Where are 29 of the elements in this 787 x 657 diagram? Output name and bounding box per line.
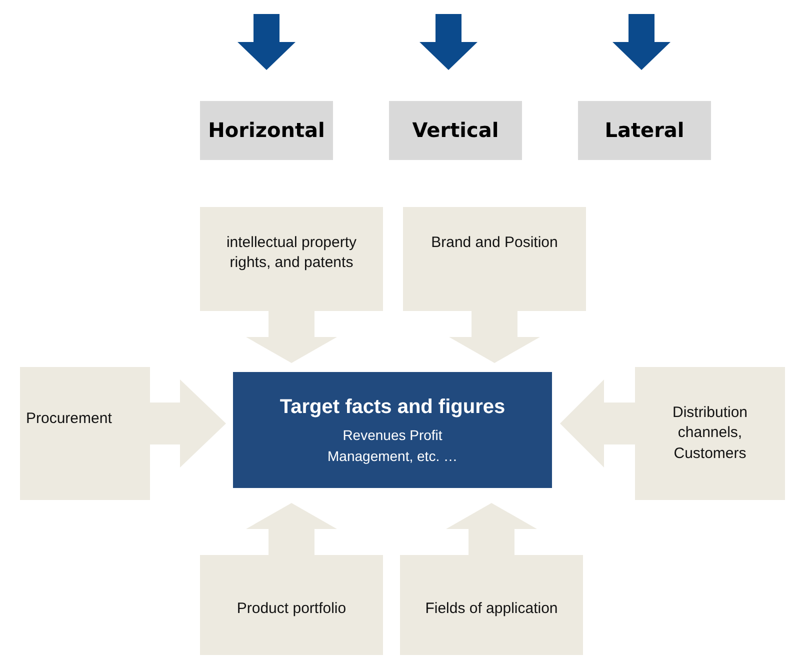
factor-box — [200, 207, 383, 311]
factor-label: Procurement — [26, 409, 112, 430]
factor-label: Brand and Position — [431, 233, 558, 253]
block-arrow — [246, 311, 337, 363]
factor-box — [200, 555, 383, 655]
target-heading: Target facts and figures — [280, 395, 506, 420]
factor-label: intellectual property rights, and patents — [225, 233, 358, 274]
factor-box — [635, 367, 785, 500]
block-arrow — [238, 14, 296, 70]
category-box — [578, 101, 711, 160]
block-arrow — [449, 311, 540, 363]
block-arrow — [420, 14, 478, 70]
category-box — [200, 101, 333, 160]
block-arrow — [150, 380, 226, 468]
block-arrow — [446, 503, 537, 555]
factor-label: Distribution channels, Customers — [671, 403, 749, 464]
target-details: Revenues Profit Management, etc. … — [326, 426, 458, 466]
block-arrow — [560, 380, 635, 468]
factor-box — [400, 555, 583, 655]
category-label: Lateral — [604, 117, 684, 144]
factor-label: Product portfolio — [236, 598, 346, 619]
category-label: Horizontal — [208, 117, 325, 144]
target-box — [233, 372, 552, 488]
category-label: Vertical — [412, 117, 499, 144]
factor-box — [403, 207, 586, 311]
factor-label: Fields of application — [425, 598, 558, 619]
factor-box — [20, 367, 150, 500]
block-arrow — [612, 14, 670, 70]
category-box — [389, 101, 522, 160]
